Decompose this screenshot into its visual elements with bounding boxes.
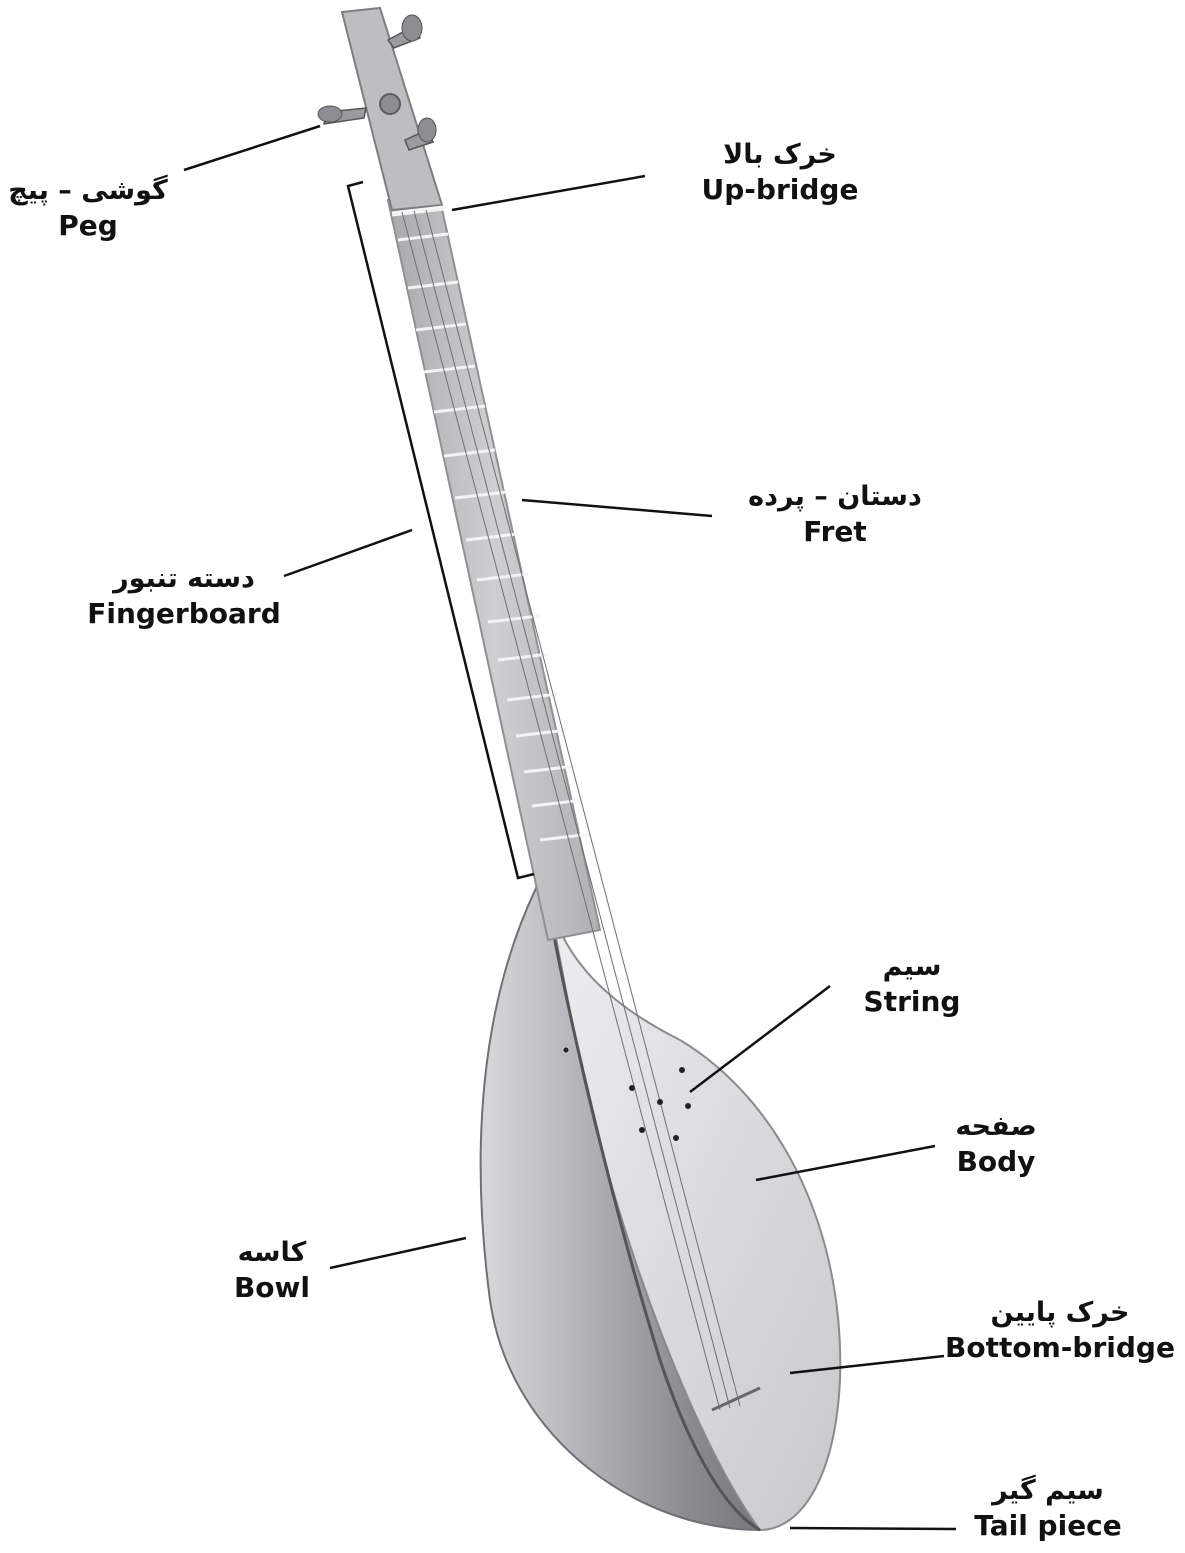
fret-label-fa: دستان – پرده — [740, 480, 930, 514]
fret-label: دستان – پرده Fret — [740, 480, 930, 549]
string-label-en: String — [852, 984, 972, 1019]
string-label: سیم String — [852, 950, 972, 1019]
body-label: صفحه Body — [936, 1110, 1056, 1179]
tail-piece-label: سیم گیر Tail piece — [958, 1474, 1138, 1543]
tail-piece-label-fa: سیم گیر — [958, 1474, 1138, 1508]
bowl-label: کاسه Bowl — [212, 1236, 332, 1305]
peg-label-fa: گوشی – پیچ — [8, 174, 168, 208]
string-label-fa: سیم — [852, 950, 972, 984]
head-ornament — [380, 94, 400, 114]
fingerboard-label-en: Fingerboard — [84, 596, 284, 631]
tail-piece-label-en: Tail piece — [958, 1508, 1138, 1543]
up-bridge-label-en: Up-bridge — [690, 172, 870, 207]
bottom-bridge-label-en: Bottom-bridge — [940, 1330, 1180, 1365]
neck-shape — [388, 200, 600, 940]
up-bridge-label: خرک بالا Up-bridge — [690, 138, 870, 207]
fingerboard-label: دسته تنبور Fingerboard — [84, 562, 284, 631]
peg-label-en: Peg — [8, 208, 168, 243]
body-label-en: Body — [936, 1144, 1056, 1179]
bowl-label-fa: کاسه — [212, 1236, 332, 1270]
peg-label: گوشی – پیچ Peg — [8, 174, 168, 243]
body-label-fa: صفحه — [936, 1110, 1056, 1144]
bottom-bridge-label-fa: خرک پایین — [940, 1296, 1180, 1330]
up-bridge-label-fa: خرک بالا — [690, 138, 870, 172]
fret-label-en: Fret — [740, 514, 930, 549]
fingerboard-label-fa: دسته تنبور — [84, 562, 284, 596]
bottom-bridge-label: خرک پایین Bottom-bridge — [940, 1296, 1180, 1365]
bowl-label-en: Bowl — [212, 1270, 332, 1305]
